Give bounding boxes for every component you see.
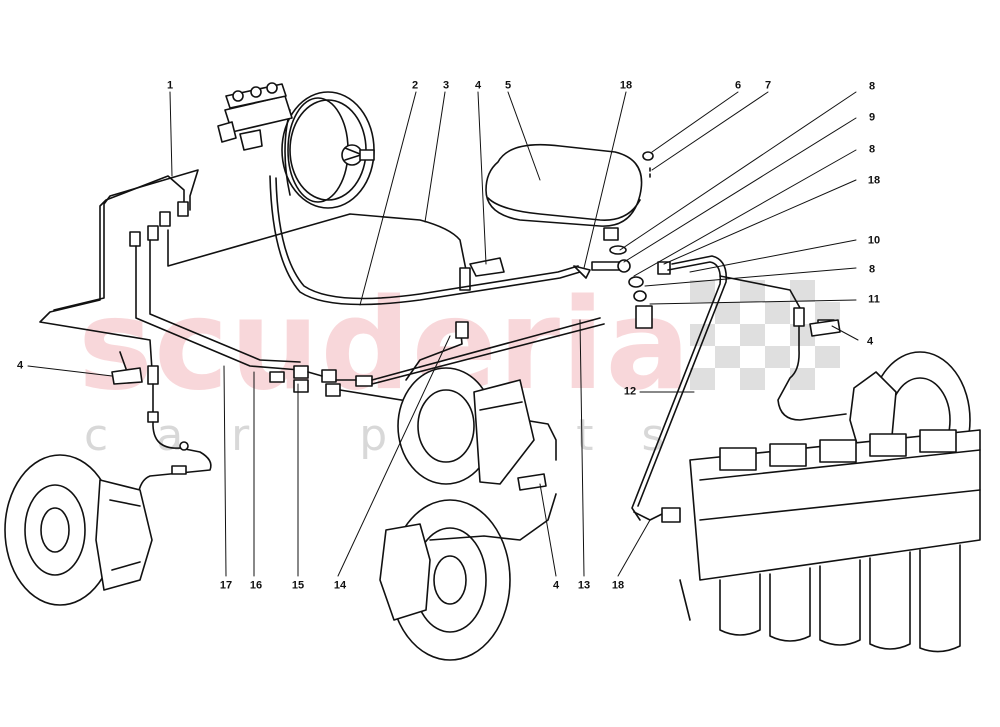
callout-7: 7 [764,79,772,92]
callout-16: 16 [249,579,263,592]
pipe-1 [39,169,199,371]
brake-booster [281,91,375,209]
callout-4: 4 [474,79,482,92]
callout-11: 11 [868,293,880,306]
pipe-14 [405,321,469,381]
callout-5: 5 [504,79,512,92]
callout-17: 17 [219,579,233,592]
callout-12: 12 [623,385,637,398]
callout-18: 18 [867,174,881,187]
callout-13: 13 [577,579,591,592]
callout-4: 4 [552,579,560,592]
watermark-brand: scuderia [78,271,692,418]
callout-9: 9 [868,111,876,124]
pipe-2 [269,175,591,306]
right-rear-line [719,275,847,421]
callout-14: 14 [333,579,347,592]
callout-18: 18 [619,79,633,92]
front-left-brake [4,454,153,606]
fitting-cluster [591,151,671,329]
callout-3: 3 [442,79,450,92]
callout-4: 4 [866,335,874,348]
pipe-fittings-upper [129,201,189,247]
callout-1: 1 [166,79,174,92]
callout-18: 18 [611,579,625,592]
callout-10: 10 [867,234,881,247]
callout-8: 8 [868,80,876,93]
union-fittings [269,317,605,461]
callout-15: 15 [291,579,305,592]
intake-manifold [679,429,981,653]
front-right-brake [397,367,535,485]
callout-8: 8 [868,143,876,156]
rear-left-brake [379,493,557,661]
master-cylinder [217,82,293,151]
pipe-16-17 [119,239,301,497]
callout-8: 8 [868,263,876,276]
leader-lines [27,91,859,577]
mounting-brackets [111,257,841,491]
callout-6: 6 [734,79,742,92]
checkered-flag-watermark [690,280,840,390]
watermark-subtitle: car parts [84,410,713,461]
callout-2: 2 [411,79,419,92]
pipe-3 [167,213,471,291]
pipe-12 [631,255,728,523]
vacuum-reservoir [485,143,643,241]
callout-4: 4 [16,359,24,372]
